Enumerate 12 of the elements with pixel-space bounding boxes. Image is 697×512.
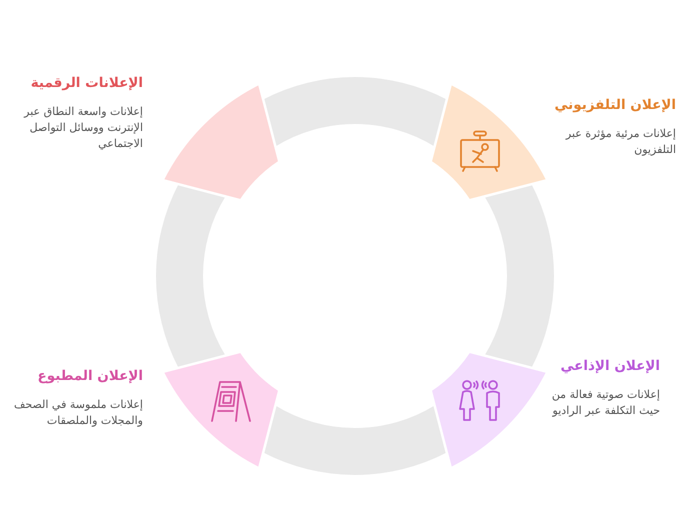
section-heading: الإعلان المطبوع: [38, 367, 143, 386]
description-text: إعلانات مرئية مؤثرة عبر التلفزيون: [564, 126, 676, 158]
description-text: إعلانات صوتية فعالة من حيث التكلفة عبر الراديو: [550, 387, 660, 419]
section-heading: الإعلان التلفزيوني: [554, 96, 676, 115]
ring-arc: [263, 77, 447, 146]
ring-arc: [156, 184, 226, 368]
description-text: إعلانات ملموسة في الصحف والمجلات والملصقات: [13, 397, 143, 429]
ring-arc: [484, 184, 554, 368]
description-text: إعلانات واسعة النطاق عبر الإنترنت ووسائل التواصل الاجتماعي: [22, 104, 143, 152]
section-heading: الإعلان الإذاعي: [560, 357, 660, 376]
ring-arc: [263, 406, 447, 475]
section-heading: الإعلانات الرقمية: [30, 74, 143, 93]
